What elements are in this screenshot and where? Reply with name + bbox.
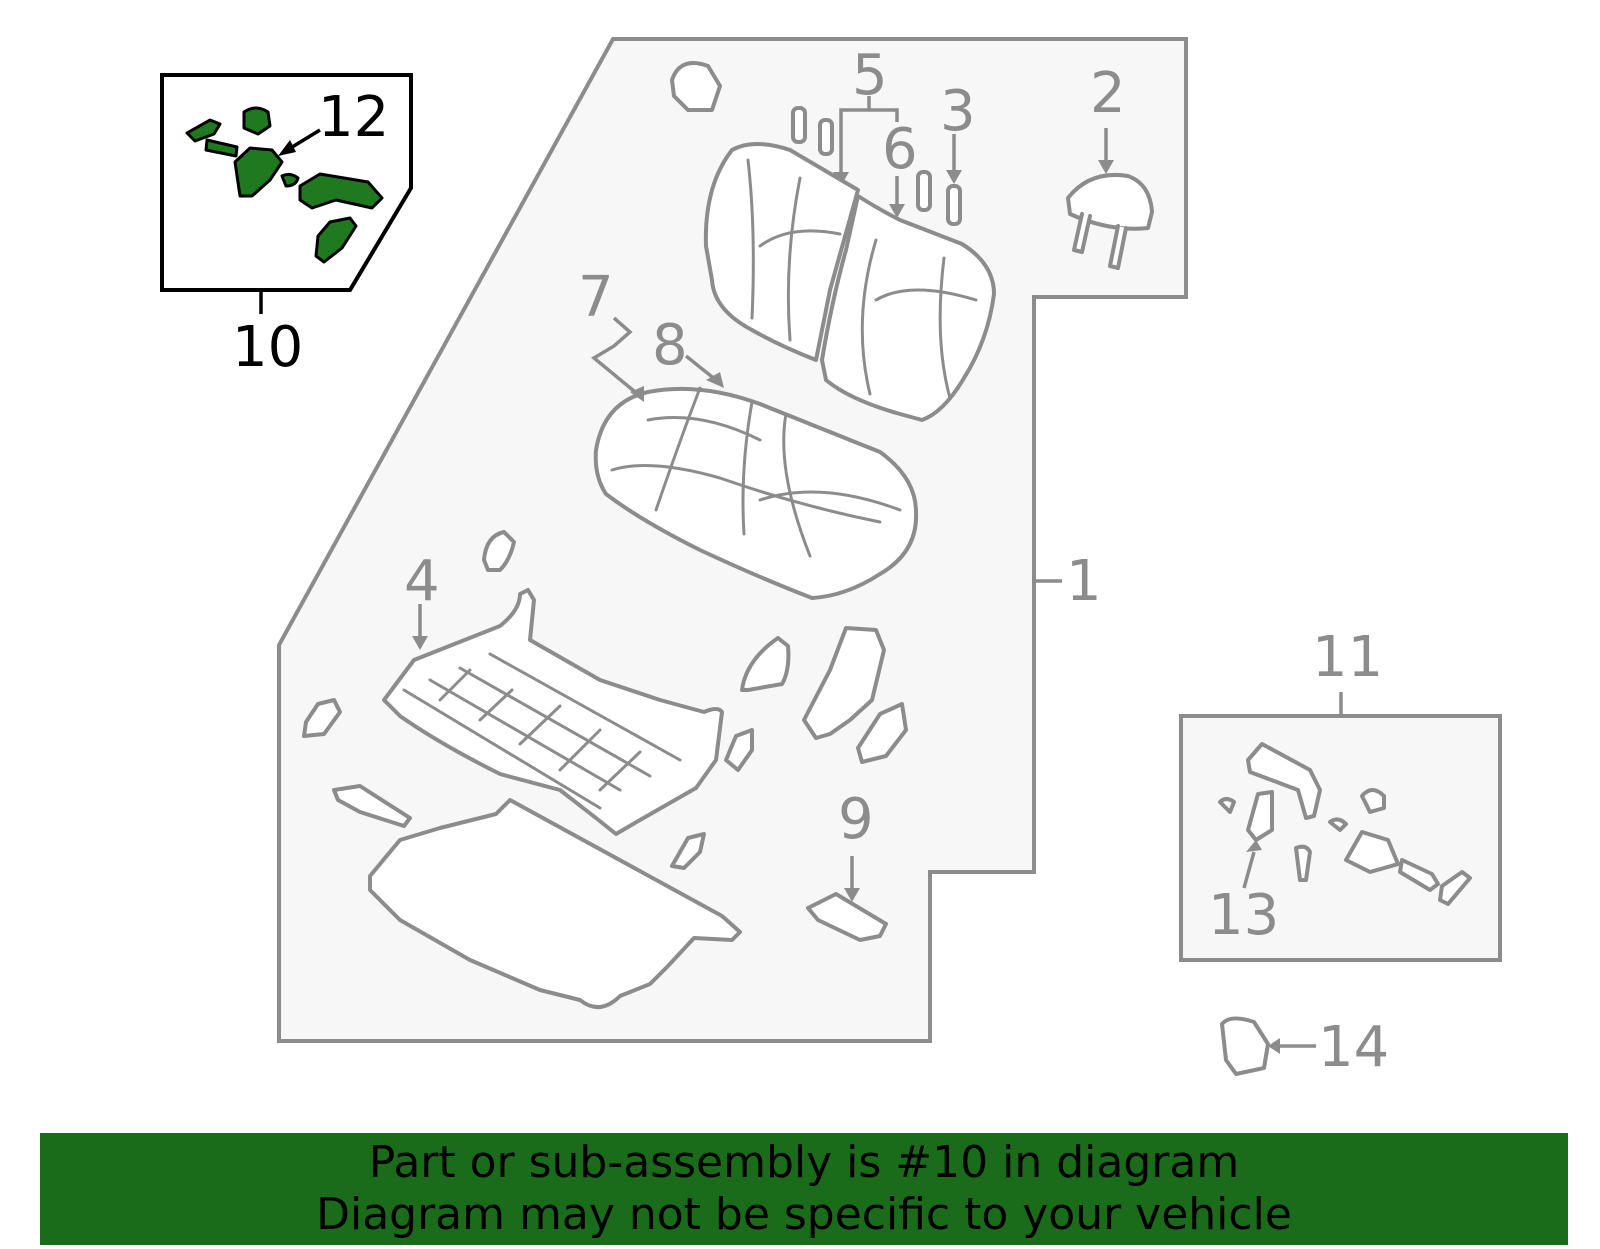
callout-8: 8: [652, 313, 688, 378]
callout-13: 13: [1208, 883, 1279, 948]
callout-5: 5: [852, 43, 888, 108]
banner-line-1: Part or sub-assembly is #10 in diagram: [368, 1137, 1240, 1188]
subassembly-10-parts[interactable]: [185, 106, 384, 264]
callout-14: 14: [1318, 1015, 1389, 1080]
seat-back-part[interactable]: [703, 142, 996, 422]
latch-bushing-part[interactable]: [280, 172, 300, 188]
headrest-part[interactable]: [1066, 128, 1154, 270]
callout-12-arrowhead: [278, 140, 296, 156]
latch-pin-part[interactable]: [204, 138, 239, 158]
seat-cushion-part[interactable]: [590, 316, 919, 600]
info-banner: Part or sub-assembly is #10 in diagram D…: [40, 1133, 1568, 1245]
callout-1: 1: [1066, 549, 1102, 614]
callout-11: 11: [1312, 625, 1383, 690]
floor-cover-part[interactable]: [368, 798, 742, 1009]
small-brackets-part[interactable]: [302, 61, 908, 870]
callout-12: 12: [318, 85, 389, 150]
latch-arm-part[interactable]: [298, 172, 384, 210]
seat-frame-part[interactable]: [382, 588, 724, 836]
callout-3: 3: [940, 79, 976, 144]
callout-7: 7: [578, 265, 614, 330]
subassembly-11-parts[interactable]: [1218, 742, 1472, 906]
latch-knob-part[interactable]: [242, 106, 272, 136]
callout-4: 4: [404, 549, 440, 614]
headrest-guides-part[interactable]: [791, 96, 962, 226]
callout-6: 6: [882, 117, 918, 182]
latch-hook-part[interactable]: [314, 216, 358, 264]
latch-bracket-part[interactable]: [233, 146, 284, 198]
callout-10: 10: [232, 315, 303, 380]
latch-rod-part[interactable]: [185, 118, 222, 143]
callout-2: 2: [1090, 61, 1126, 126]
callout-9: 9: [838, 787, 874, 852]
clip-part[interactable]: [806, 856, 888, 942]
banner-line-2: Diagram may not be specific to your vehi…: [316, 1189, 1292, 1240]
part-14-bezel[interactable]: [1220, 1016, 1316, 1076]
